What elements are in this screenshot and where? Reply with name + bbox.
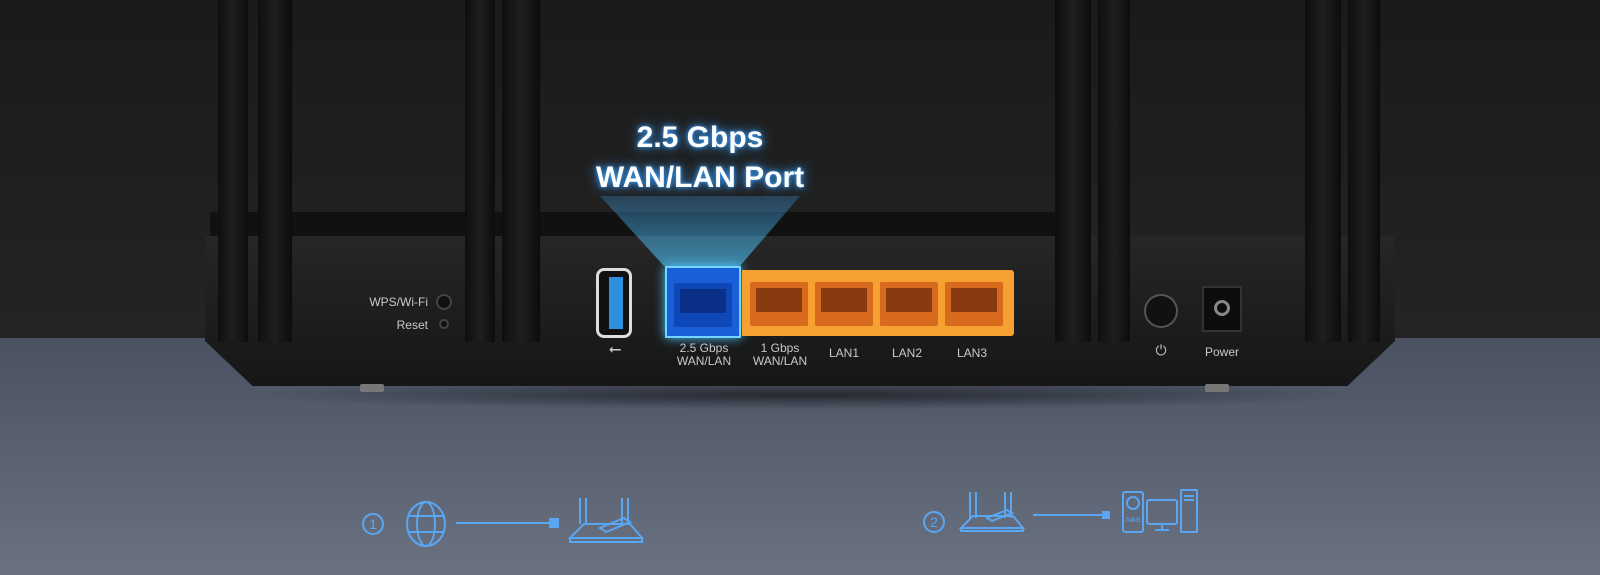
step-1-badge: 1 (362, 513, 384, 535)
callout-line1: 2.5 Gbps (636, 121, 764, 154)
port-label: LAN3 (956, 346, 988, 360)
power-jack-socket (1214, 300, 1230, 316)
antenna (1305, 0, 1341, 342)
antenna (1348, 0, 1380, 342)
antenna (1098, 0, 1130, 342)
usb-port[interactable] (596, 268, 632, 338)
monitor-icon (1146, 499, 1178, 531)
step-2-badge: 2 (923, 511, 945, 533)
callout-line2: WAN/LAN Port (595, 161, 805, 194)
power-icon: ⏻ (1155, 342, 1167, 358)
globe-icon (406, 501, 446, 547)
antenna (258, 0, 292, 342)
power-label: Power (1204, 345, 1239, 359)
pc-tower-icon (1180, 489, 1198, 533)
orange-port-block (742, 270, 1014, 336)
port-label: LAN2 (891, 346, 923, 360)
port-label-line: 1 Gbps (760, 341, 800, 355)
router-icon (958, 492, 1026, 532)
reset-label: Reset (396, 318, 428, 332)
lan1-port[interactable] (815, 282, 873, 326)
wps-button[interactable] (436, 294, 452, 310)
port-label-line: 2.5 Gbps (679, 341, 729, 355)
port-label: LAN1 (828, 346, 860, 360)
antenna (1055, 0, 1091, 342)
power-button[interactable] (1144, 294, 1178, 328)
reset-button[interactable] (439, 319, 449, 329)
lan2-port[interactable] (880, 282, 938, 326)
router-foot (1205, 384, 1229, 392)
antenna (218, 0, 248, 342)
wan-lan-1g-port[interactable] (750, 282, 808, 326)
port-label-line: WAN/LAN (676, 354, 732, 368)
router-foot (360, 384, 384, 392)
port-label-line: WAN/LAN (752, 354, 808, 368)
ethernet-jack (674, 283, 732, 327)
antenna (465, 0, 495, 342)
callout-title: 2.5 Gbps WAN/LAN Port (560, 118, 840, 198)
router-to-devices-diagram: NAS (958, 489, 1198, 533)
router-icon (567, 498, 645, 543)
internet-to-router-diagram (406, 498, 645, 547)
lan3-port[interactable] (945, 282, 1003, 326)
power-jack[interactable] (1202, 286, 1242, 332)
nas-label: NAS (1126, 517, 1141, 524)
wps-label: WPS/Wi-Fi (369, 295, 428, 309)
nas-icon (1122, 491, 1144, 533)
wan-lan-2.5g-port[interactable] (665, 266, 741, 338)
antenna (502, 0, 540, 342)
usb-icon: ⭠ (608, 341, 622, 358)
